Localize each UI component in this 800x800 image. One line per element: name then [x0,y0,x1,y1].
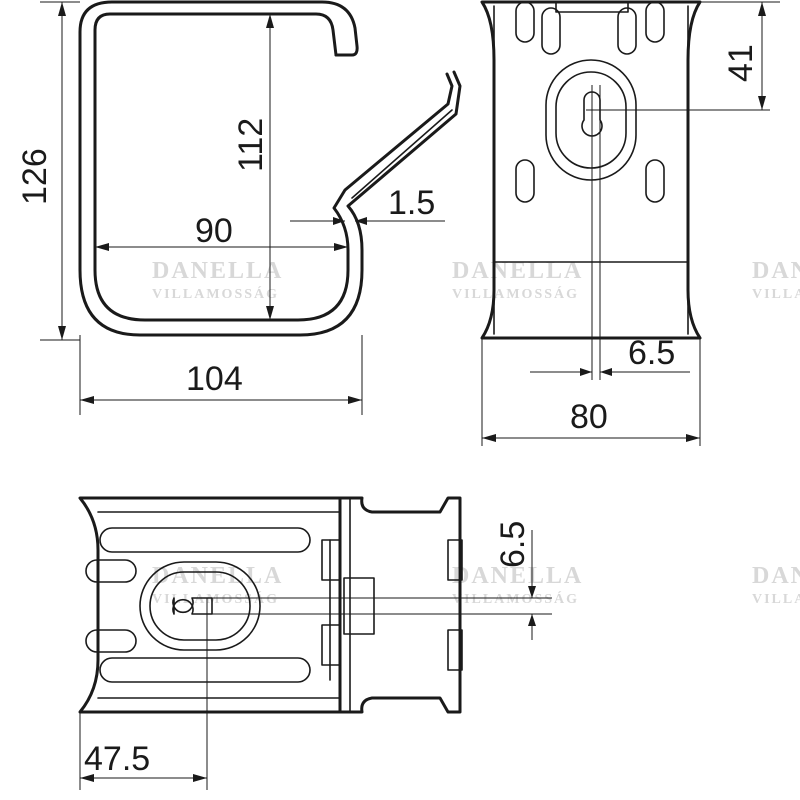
top-view-outline [78,496,342,714]
dimension-104: 104 [79,335,363,415]
dimension-1-5: 1.5 [290,184,445,225]
watermark-4: DANELLA VILLAMOSSÁG [152,563,283,607]
top-view-keyhole-outer [139,561,261,651]
watermark-2: DANELLA VILLAMOSSÁG [452,258,581,302]
svg-text:VILLAMOSSÁG: VILLAMOSSÁG [752,590,800,607]
top-view-slot-3 [85,559,137,583]
watermark-6: DANELLA VILLAMOSSÁG [752,563,800,607]
svg-text:VILLAMOSSÁG: VILLAMOSSÁG [452,285,579,302]
top-view-slot-4 [85,629,137,653]
top-view-keyhole-inner [149,571,251,641]
dimension-6-5-front-label: 6.5 [628,334,675,372]
front-view-slot-top-2 [541,7,561,55]
dimension-41: 41 [700,1,780,110]
dimension-41-label: 41 [722,44,760,82]
watermark-5: DANELLA VILLAMOSSÁG [452,563,583,607]
front-view-slot-bottom-1 [515,159,535,203]
dimension-80: 80 [481,338,701,446]
dimension-6-5-top: 6.5 [494,521,536,640]
front-view-keyhole-outer [545,59,637,181]
svg-text:DANELLA: DANELLA [752,258,800,284]
dimension-112-label: 112 [232,118,270,172]
side-view-outer-contour [78,0,462,337]
front-view-slot-top-1 [515,1,535,43]
top-view [78,496,552,790]
svg-text:VILLAMOSSÁG: VILLAMOSSÁG [752,285,800,302]
dimension-112: 112 [232,14,274,320]
svg-text:DANELLA: DANELLA [152,563,283,589]
top-view-tab [338,496,462,714]
watermark-1: DANELLA VILLAMOSSÁG [152,258,283,302]
dimension-6-5-top-label: 6.5 [494,521,532,568]
dimension-90-label: 90 [195,212,233,250]
watermark-3: DANELLA VILLAMOSSÁG [752,258,800,302]
dimension-104-label: 104 [186,360,243,398]
dimension-47-5-label: 47.5 [84,740,150,778]
dimension-1-5-label: 1.5 [388,184,435,222]
front-view-slot-top-3 [617,7,637,55]
side-view [78,0,462,337]
svg-text:DANELLA: DANELLA [152,258,283,284]
svg-text:DANELLA: DANELLA [752,563,800,589]
dimension-6-5-front: 6.5 [530,334,690,376]
dimension-126: 126 [16,1,80,341]
side-view-inner-contour [93,12,454,322]
dimension-126-label: 126 [16,148,54,205]
front-view-keyhole [581,91,603,137]
side-view-bend-line [351,109,453,199]
svg-text:VILLAMOSSÁG: VILLAMOSSÁG [152,285,279,302]
top-view-slot-2 [99,657,311,683]
top-view-slot-1 [99,527,311,553]
dimension-90: 90 [95,212,348,251]
front-view-slot-top-4 [645,1,665,43]
svg-text:DANELLA: DANELLA [452,563,583,589]
dimension-47-5: 47.5 [79,712,207,790]
front-view-keyhole-inner [555,71,627,169]
front-view-slot-bottom-2 [645,159,665,203]
dimension-80-label: 80 [570,398,608,436]
